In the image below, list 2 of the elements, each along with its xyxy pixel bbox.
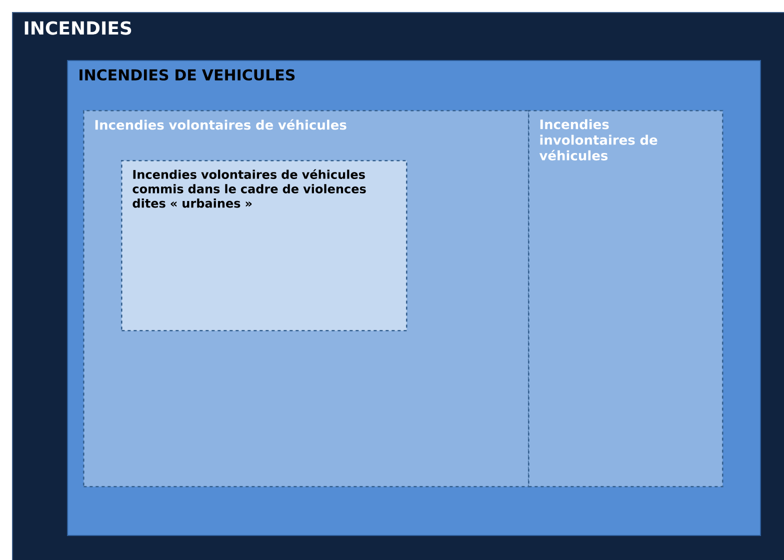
- category-box: Incendies volontaires de véhicules commis dans le cadre de violences dites « urbaines »: [121, 160, 408, 332]
- category-box: Incendies involontaires de véhicules: [528, 110, 724, 488]
